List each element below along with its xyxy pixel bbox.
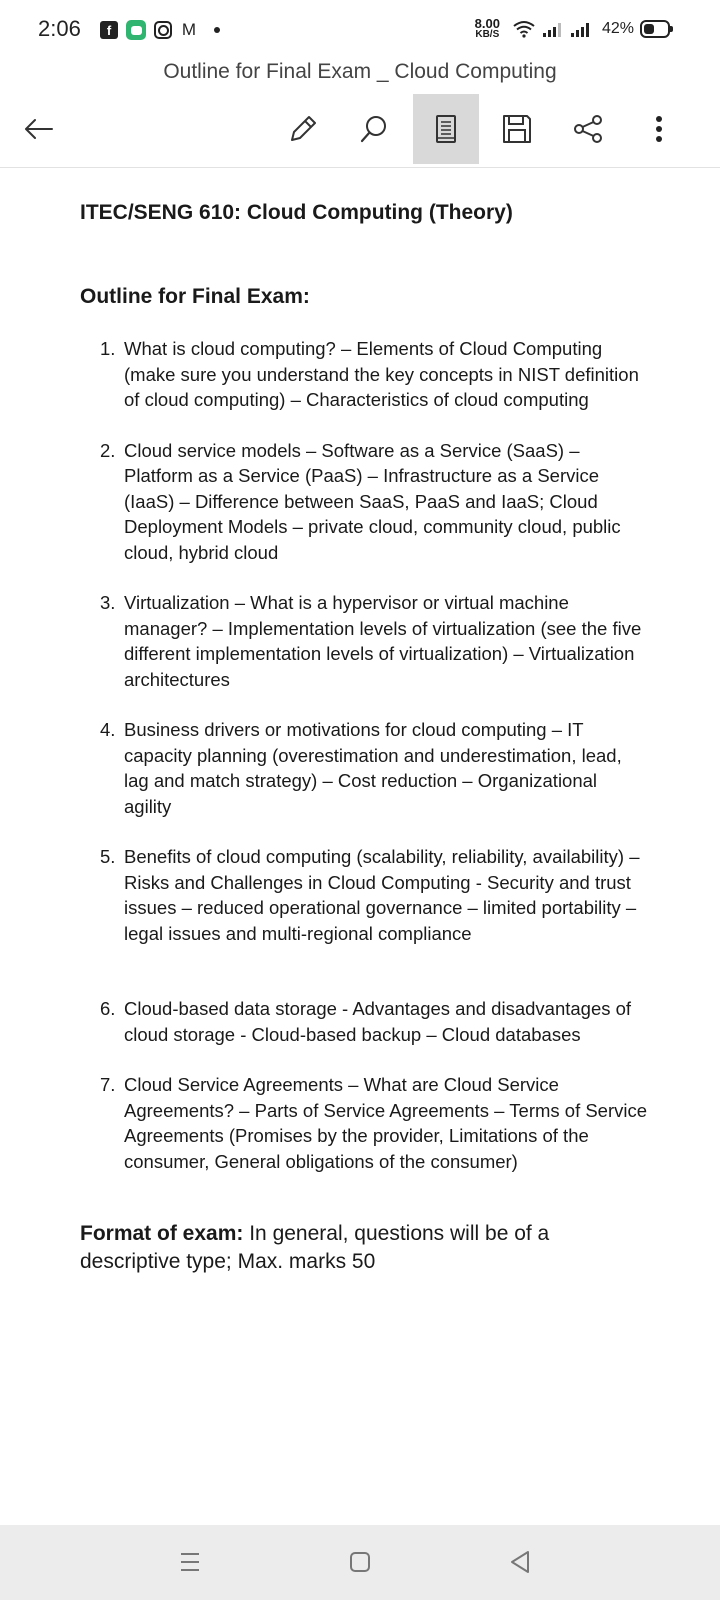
document-view-icon — [436, 115, 456, 143]
network-speed: 8.00 KB/S — [474, 16, 500, 40]
navigation-bar — [0, 1525, 720, 1600]
notification-icons: f M — [100, 20, 220, 40]
status-bar: 2:06 f M 8.00 KB/S 42% — [0, 0, 720, 60]
outline-item: 4. Business drivers or motivations for c… — [100, 717, 650, 819]
outline-item: 2. Cloud service models – Software as a … — [100, 438, 650, 566]
more-notifications-dot — [214, 27, 220, 33]
edit-button[interactable] — [270, 94, 336, 164]
save-button[interactable] — [484, 94, 550, 164]
instagram-icon — [154, 21, 172, 39]
outline-item: 5. Benefits of cloud computing (scalabil… — [100, 844, 650, 946]
item-text: Cloud service models – Software as a Ser… — [124, 439, 621, 563]
outline-item: 3. Virtualization – What is a hypervisor… — [100, 590, 650, 692]
exam-format-text: In general, questions will be of a descr… — [80, 1222, 550, 1273]
facebook-icon: f — [100, 21, 118, 39]
recent-apps-button[interactable] — [160, 1537, 220, 1587]
signal-icon-2 — [570, 23, 589, 37]
more-options-button[interactable] — [626, 94, 692, 164]
pencil-icon — [291, 116, 316, 141]
item-text: Cloud Service Agreements – What are Clou… — [124, 1074, 648, 1172]
document-title: Outline for Final Exam _ Cloud Computing — [163, 60, 557, 83]
battery-icon — [640, 20, 673, 38]
system-back-button[interactable] — [490, 1537, 550, 1587]
item-number: 4. — [100, 719, 116, 740]
gmail-icon: M — [181, 20, 197, 39]
chat-app-icon — [126, 20, 146, 40]
square-home-icon — [350, 1552, 370, 1572]
toolbar — [0, 94, 720, 164]
share-icon — [574, 115, 602, 143]
wifi-icon — [513, 21, 535, 38]
item-text: Virtualization – What is a hypervisor or… — [124, 592, 642, 690]
triangle-back-icon — [511, 1551, 529, 1573]
network-speed-unit: KB/S — [475, 29, 500, 40]
item-number: 3. — [100, 592, 116, 613]
item-text: Cloud-based data storage - Advantages an… — [124, 998, 632, 1045]
item-number: 5. — [100, 846, 116, 867]
item-text: What is cloud computing? – Elements of C… — [124, 338, 639, 410]
back-button[interactable] — [6, 94, 72, 164]
item-text: Benefits of cloud computing (scalability… — [124, 846, 640, 944]
document-body: ITEC/SENG 610: Cloud Computing (Theory) … — [80, 200, 650, 1276]
exam-format: Format of exam: In general, questions wi… — [80, 1220, 650, 1276]
outline-item: 1. What is cloud computing? – Elements o… — [100, 336, 650, 413]
course-title: ITEC/SENG 610: Cloud Computing (Theory) — [80, 201, 513, 224]
home-button[interactable] — [330, 1537, 390, 1587]
item-text: Business drivers or motivations for clou… — [124, 719, 622, 817]
status-time: 2:06 — [38, 16, 81, 41]
item-number: 7. — [100, 1074, 116, 1095]
outline-item: 6. Cloud-based data storage - Advantages… — [100, 996, 650, 1047]
item-number: 6. — [100, 998, 116, 1019]
item-number: 2. — [100, 439, 116, 461]
status-indicators: 8.00 KB/S 42% — [474, 16, 673, 40]
menu-lines-icon — [181, 1553, 199, 1571]
toolbar-divider — [0, 167, 720, 168]
outline-heading: Outline for Final Exam: — [80, 285, 310, 308]
search-icon — [360, 116, 386, 143]
battery-percent: 42% — [601, 20, 634, 37]
search-button[interactable] — [341, 94, 407, 164]
share-button[interactable] — [555, 94, 621, 164]
network-speed-value: 8.00 — [474, 16, 500, 31]
more-vertical-icon — [656, 116, 662, 142]
signal-icon — [542, 23, 561, 37]
reading-mode-button[interactable] — [413, 94, 479, 164]
exam-format-label: Format of exam: — [80, 1222, 244, 1245]
outline-list: 1. What is cloud computing? – Elements o… — [80, 336, 650, 1174]
arrow-left-icon — [25, 119, 53, 139]
save-icon — [503, 115, 531, 143]
item-number: 1. — [100, 338, 116, 359]
outline-item: 7. Cloud Service Agreements – What are C… — [100, 1072, 650, 1174]
